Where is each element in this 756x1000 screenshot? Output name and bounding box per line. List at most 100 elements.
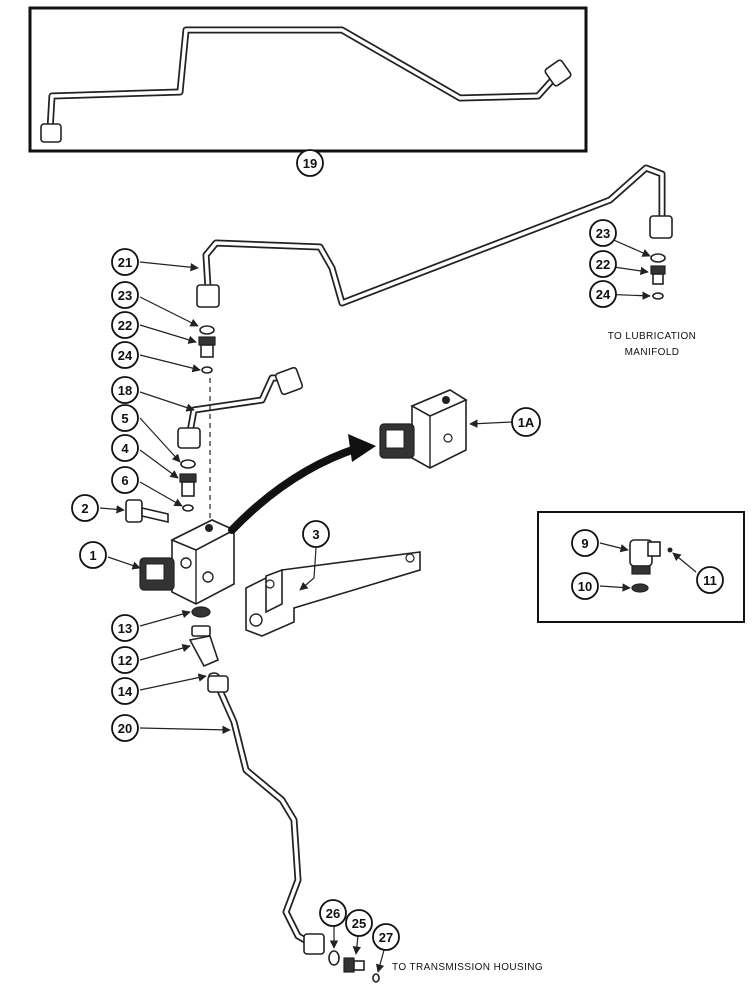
callout-25-label: 25 (352, 916, 366, 931)
tube-19-nut-right (544, 59, 572, 87)
tube-18-nut-right (274, 366, 304, 396)
lower-fitting-stack (188, 606, 220, 680)
fitting-22-left-body (200, 344, 214, 358)
valve-1 (139, 519, 236, 605)
callout-23-right-label: 23 (596, 226, 610, 241)
callout-1A-label: 1A (518, 415, 535, 430)
callout-27-label: 27 (379, 930, 393, 945)
fitting-12-top (191, 625, 211, 637)
callout-5-label: 5 (121, 411, 128, 426)
callout-25: 25 (345, 909, 373, 937)
callout-3: 3 (302, 520, 330, 548)
callout-6-label: 6 (121, 473, 128, 488)
elbow-fitting-9-nut (631, 565, 651, 575)
tube-19-nut-left (40, 123, 62, 143)
inset-box-tube-19 (28, 6, 588, 153)
fitting-12-body (188, 635, 219, 668)
callout-5: 5 (111, 404, 139, 432)
callout-24-left: 24 (111, 341, 139, 369)
callout-2: 2 (71, 494, 99, 522)
right-fitting-stack (650, 253, 666, 300)
tube-20 (207, 675, 325, 955)
callout-12-label: 12 (118, 653, 132, 668)
o-ring-11 (667, 547, 673, 553)
callout-22-left: 22 (111, 311, 139, 339)
o-ring-24-right (652, 292, 664, 300)
callout-24-right-label: 24 (596, 287, 611, 302)
o-ring-5 (180, 459, 196, 469)
bracket-3 (245, 551, 421, 637)
callout-21-label: 21 (118, 255, 132, 270)
left-fitting-stack (198, 325, 216, 374)
callout-10: 10 (571, 572, 599, 600)
callout-12: 12 (111, 646, 139, 674)
o-ring-26 (328, 950, 340, 966)
o-ring-6 (182, 504, 194, 512)
callout-6: 6 (111, 466, 139, 494)
callout-22-right: 22 (589, 250, 617, 278)
callout-23-left-label: 23 (118, 288, 132, 303)
note-lubrication-line2: MANIFOLD (625, 347, 680, 358)
transmission-fittings (328, 950, 380, 983)
fitting-25-body (353, 960, 365, 971)
leader-lines (99, 233, 697, 973)
tube-20-nut-bottom (303, 933, 325, 955)
note-transmission: TO TRANSMISSION HOUSING (392, 962, 543, 973)
o-ring-23-right (650, 253, 666, 263)
callout-20-label: 20 (118, 721, 132, 736)
callout-21: 21 (111, 248, 139, 276)
callout-19: 19 (296, 149, 324, 177)
callout-9-label: 9 (581, 536, 588, 551)
tube-18-nut-left (177, 427, 201, 449)
callout-4: 4 (111, 434, 139, 462)
callout-18-label: 18 (118, 383, 132, 398)
elbow-fitting-9-outlet (647, 541, 661, 557)
detail-arrow-head (348, 434, 376, 462)
bolt-2-shank (141, 506, 169, 524)
bolt-2-head (125, 499, 143, 523)
o-ring-13 (191, 606, 211, 618)
callout-26-label: 26 (326, 906, 340, 921)
callout-11: 11 (696, 566, 724, 594)
callout-26: 26 (319, 899, 347, 927)
tube-21-nut-right (649, 215, 673, 239)
o-ring-27 (372, 973, 380, 983)
callout-14: 14 (111, 677, 139, 705)
callout-1-label: 1 (89, 548, 96, 563)
callout-14-label: 14 (118, 684, 133, 699)
note-lubrication-line1: TO LUBRICATION (608, 331, 697, 342)
fitting-4-hex (179, 473, 197, 483)
fitting-25-hex (343, 957, 355, 973)
callout-23-right: 23 (589, 219, 617, 247)
callout-1: 1 (79, 541, 107, 569)
detail-arrow-curve (228, 444, 362, 534)
o-ring-10 (631, 583, 649, 593)
callout-1A: 1A (511, 407, 541, 437)
callout-11-label: 11 (703, 573, 717, 588)
callout-19-label: 19 (303, 156, 317, 171)
callout-13-label: 13 (118, 621, 132, 636)
fitting-22-right-body (652, 273, 664, 285)
callout-3-label: 3 (312, 527, 319, 542)
tube-21-nut-left (196, 284, 220, 308)
valve-1A (379, 389, 468, 469)
fitting-4-body (181, 481, 195, 497)
callout-24-right: 24 (589, 280, 617, 308)
callout-22-right-label: 22 (596, 257, 610, 272)
callout-27: 27 (372, 923, 400, 951)
o-ring-23-left (199, 325, 215, 335)
o-ring-24-left (201, 366, 213, 374)
fitting-22-right-hex (650, 265, 666, 275)
tube-21 (196, 164, 673, 308)
callout-22-left-label: 22 (118, 318, 132, 333)
callout-23-left: 23 (111, 281, 139, 309)
callout-2-label: 2 (81, 501, 88, 516)
tube-18 (177, 366, 304, 449)
tube-20-nut-top (207, 675, 229, 693)
callout-18: 18 (111, 376, 139, 404)
callout-9: 9 (571, 529, 599, 557)
middle-fitting-stack (179, 459, 197, 512)
callout-24-left-label: 24 (118, 348, 133, 363)
callout-10-label: 10 (578, 579, 592, 594)
